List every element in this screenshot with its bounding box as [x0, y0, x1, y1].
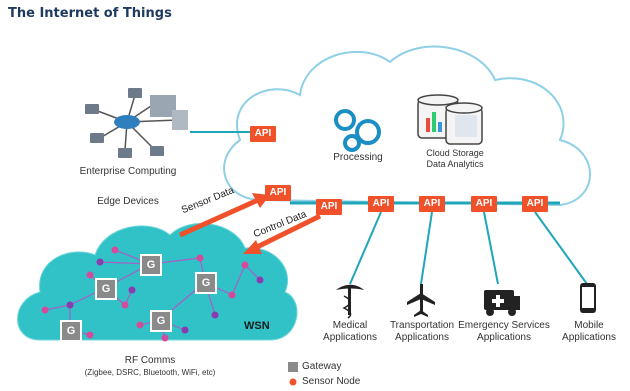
caduceus-icon — [336, 284, 364, 319]
smartphone-icon — [580, 283, 596, 313]
app-line1: Transportation — [389, 320, 455, 331]
rf-comms-title: RF Comms — [124, 355, 176, 366]
api-box-edge: API — [265, 185, 291, 201]
app-line1: Mobile — [574, 320, 604, 331]
database-icon — [417, 94, 483, 145]
airplane-icon — [407, 284, 435, 317]
processing-label: Processing — [333, 152, 383, 163]
api-box-mobile: API — [522, 196, 548, 212]
legend-gateway-box — [288, 362, 298, 372]
gears-icon — [334, 109, 381, 152]
legend-sensor-node-dot — [289, 378, 297, 386]
legend-sensor-node-label: Sensor Node — [302, 376, 361, 387]
cloud-storage-line: Cloud Storage — [426, 148, 484, 158]
app-label-medical: Medical Applications — [312, 320, 388, 344]
gateway-node: G — [60, 320, 82, 342]
gateway-node: G — [195, 272, 217, 294]
app-line1: Medical — [332, 320, 368, 331]
wsn-sensor-nodes — [41, 246, 264, 342]
app-line1: Emergency Services — [458, 320, 550, 331]
rf-comms-label: RF Comms (Zigbee, DSRC, Bluetooth, WiFi,… — [60, 355, 240, 379]
ambulance-icon — [484, 290, 520, 316]
gateway-node: G — [150, 310, 172, 332]
diagram-title: The Internet of Things — [8, 6, 172, 21]
app-links — [349, 211, 588, 285]
wsn-label: WSN — [244, 320, 270, 332]
edge-devices-label: Edge Devices — [97, 196, 159, 207]
api-box-emergency: API — [471, 196, 497, 212]
app-line2: Applications — [323, 332, 377, 343]
app-line2: Applications — [395, 332, 449, 343]
control-data-arrow — [243, 213, 322, 254]
enterprise-devices — [85, 88, 188, 158]
app-label-transportation: Transportation Applications — [378, 320, 466, 344]
gateway-node: G — [140, 254, 162, 276]
cloud-storage-label: Cloud Storage Data Analytics — [412, 148, 498, 170]
api-box-enterprise: API — [250, 126, 276, 142]
api-box-transportation: API — [419, 196, 445, 212]
app-line2: Applications — [477, 332, 531, 343]
enterprise-computing-label: Enterprise Computing — [79, 166, 177, 177]
data-analytics-line: Data Analytics — [426, 159, 484, 169]
internet-cloud — [223, 45, 591, 207]
api-box-control: API — [316, 199, 342, 215]
app-line2: Applications — [562, 332, 616, 343]
legend-gateway-label: Gateway — [302, 361, 342, 372]
api-box-medical: API — [368, 196, 394, 212]
wsn-cloud — [17, 223, 298, 341]
gateway-node: G — [95, 278, 117, 300]
rf-comms-protocols: (Zigbee, DSRC, Bluetooth, WiFi, etc) — [84, 368, 216, 377]
app-label-mobile: Mobile Applications — [556, 320, 622, 344]
app-label-emergency: Emergency Services Applications — [456, 320, 552, 344]
